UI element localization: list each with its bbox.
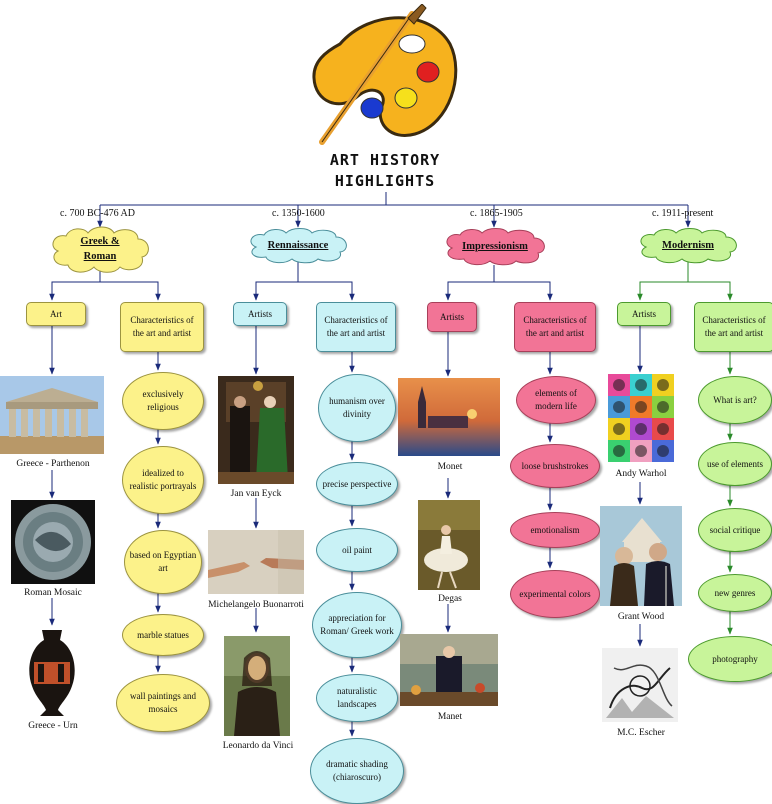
work-caption: Monet <box>437 462 463 472</box>
renaissance-trait: oil paint <box>316 528 398 572</box>
greek-trait: marble statues <box>122 614 204 656</box>
michelangelo-image <box>208 530 304 594</box>
greek-characteristics-label: Characteristics of the art and artist <box>120 302 204 352</box>
work-caption: Degas <box>438 594 462 604</box>
palette-brush-icon <box>300 3 460 149</box>
warhol-image <box>608 374 674 462</box>
work-caption: Roman Mosaic <box>24 588 82 598</box>
modernism-trait: What is art? <box>698 376 772 424</box>
manet-image <box>400 634 498 706</box>
date-modernism: c. 1911-present <box>652 208 714 219</box>
roman-mosaic-image <box>11 500 95 584</box>
work-caption: Andy Warhol <box>615 469 667 479</box>
work-caption: Jan van Eyck <box>230 489 282 499</box>
modernism-trait: new genres <box>698 574 772 612</box>
date-impressionism: c. 1865-1905 <box>470 208 523 219</box>
page-title: Art History Highlights <box>280 150 490 192</box>
greek-trait: exclusively religious <box>122 372 204 430</box>
modernism-trait: use of elements <box>698 442 772 486</box>
work-caption: M.C. Escher <box>617 728 665 738</box>
van-eyck-image <box>218 376 294 484</box>
mona-lisa-image <box>224 636 290 736</box>
renaissance-trait: humanism over divinity <box>318 374 396 442</box>
renaissance-artists-label: Artists <box>233 302 287 326</box>
work-caption: Manet <box>437 712 463 722</box>
modernism-trait: social critique <box>698 508 772 552</box>
work-caption: Greece - Urn <box>28 721 78 731</box>
impressionism-artists-label: Artists <box>427 302 477 332</box>
modernism-trait: photography <box>688 636 772 682</box>
modernism-characteristics-label: Characteristics of the art and artist <box>694 302 772 352</box>
title-line-1: Art History <box>329 151 441 169</box>
modernism-artists-label: Artists <box>617 302 671 326</box>
monet-image <box>398 378 500 456</box>
grant-wood-image <box>600 506 682 606</box>
title-line-2: Highlights <box>334 172 436 190</box>
work-caption: Leonardo da Vinci <box>222 741 294 751</box>
era-greek-roman: Greek & Roman <box>48 225 152 273</box>
impressionism-trait: loose brushstrokes <box>510 444 600 488</box>
renaissance-trait: naturalistic landscapes <box>316 674 398 722</box>
impressionism-trait: elements of modern life <box>516 376 596 424</box>
greek-trait: idealized to realistic portrayals <box>122 446 204 514</box>
renaissance-trait: precise perspective <box>316 462 398 506</box>
renaissance-trait: dramatic shading (chiaroscuro) <box>310 738 404 804</box>
degas-image <box>418 500 480 590</box>
greek-trait: wall paintings and mosaics <box>116 674 210 732</box>
greek-trait: based on Egyptian art <box>124 530 202 594</box>
impressionism-trait: experimental colors <box>510 570 600 618</box>
impressionism-characteristics-label: Characteristics of the art and artist <box>514 302 596 352</box>
greek-art-label: Art <box>26 302 86 326</box>
work-caption: Michelangelo Buonarroti <box>208 600 304 610</box>
date-greek: c. 700 BC-476 AD <box>60 208 135 219</box>
impressionism-trait: emotionalism <box>510 512 600 548</box>
era-modernism: Modernism <box>636 227 740 264</box>
greek-urn-image <box>24 626 80 718</box>
date-renaissance: c. 1350-1600 <box>272 208 325 219</box>
era-impressionism: Impressionism <box>442 227 548 266</box>
work-caption: Grant Wood <box>617 612 665 622</box>
escher-image <box>602 648 678 722</box>
work-caption: Greece - Parthenon <box>16 459 90 469</box>
era-renaissance: Rennaissance <box>246 227 350 264</box>
parthenon-image <box>0 376 104 454</box>
renaissance-characteristics-label: Characteristics of the art and artist <box>316 302 396 352</box>
renaissance-trait: appreciation for Roman/ Greek work <box>312 592 402 658</box>
